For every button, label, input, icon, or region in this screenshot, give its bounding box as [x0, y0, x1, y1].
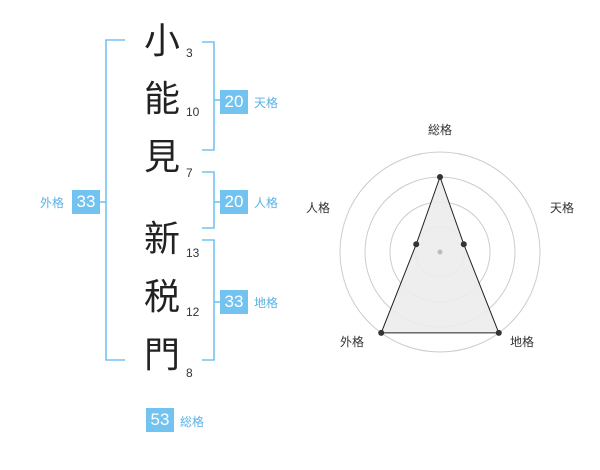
radar-axis-label-jinkaku: 人格: [306, 201, 331, 215]
radar-axis-label-gaikaku: 外格: [340, 335, 365, 349]
jinkaku-bracket: [202, 171, 215, 229]
soukaku-label: 総格: [180, 415, 205, 429]
name-char-4: 新: [143, 219, 180, 260]
stroke-count-3: 7: [186, 166, 193, 180]
radar-point-5: [413, 241, 420, 248]
tenkaku-bracket: [202, 41, 215, 151]
radar-point-1: [437, 174, 443, 180]
chikaku-badge: 33: [220, 290, 248, 314]
radar-ring-4: [339, 151, 541, 353]
stroke-count-2: 10: [186, 105, 200, 119]
gaikaku-badge: 33: [72, 190, 100, 214]
tenkaku-label: 天格: [254, 96, 279, 110]
stroke-count-6: 8: [186, 366, 193, 380]
name-char-3: 見: [143, 137, 180, 178]
stroke-count-5: 12: [186, 305, 200, 319]
jinkaku-badge: 20: [220, 190, 248, 214]
radar-point-4: [378, 329, 385, 336]
radar-axis-label-soukaku: 総格: [428, 123, 453, 137]
tenkaku-badge: 20: [220, 90, 248, 114]
radar-point-2: [460, 241, 467, 248]
name-char-1: 小: [143, 21, 180, 62]
name-char-2: 能: [143, 79, 180, 120]
gaikaku-bracket: [105, 39, 125, 361]
gaikaku-label: 外格: [40, 196, 65, 210]
radar-axis-label-tenkaku: 天格: [550, 201, 575, 215]
name-char-5: 税: [143, 277, 180, 318]
radar-axis-label-chikaku: 地格: [510, 335, 535, 349]
stroke-count-1: 3: [186, 46, 193, 60]
stroke-count-4: 13: [186, 246, 200, 260]
chikaku-label: 地格: [254, 296, 279, 310]
chikaku-bracket: [202, 239, 215, 361]
jinkaku-label: 人格: [254, 196, 279, 210]
radar-point-3: [495, 329, 502, 336]
soukaku-badge: 53: [146, 408, 174, 432]
radar-value-polygon: [380, 175, 500, 334]
name-char-6: 門: [143, 335, 180, 376]
radar-center-point: [437, 249, 443, 255]
